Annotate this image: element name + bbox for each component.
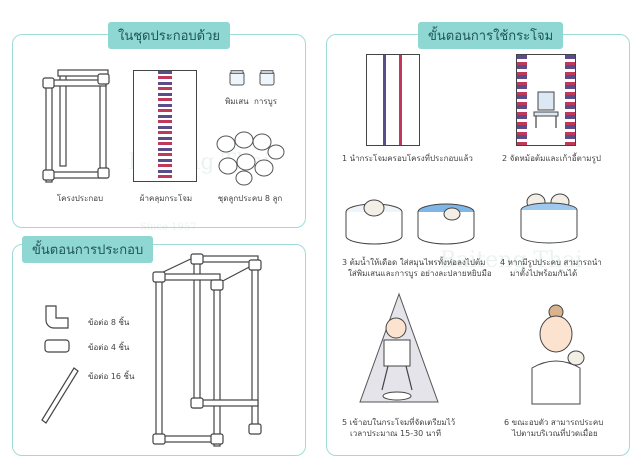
step4-caption-line2: มาตั้งไปพร้อมกันได้ <box>510 269 578 278</box>
step4-caption-line1: 4 หากมีรูปประคบ สามารถนำ <box>500 258 602 267</box>
step4-steamer-icon <box>520 193 578 244</box>
cloth-illustration <box>133 70 197 182</box>
assembled-frame-illustration <box>152 253 262 447</box>
usage-title: ขั้นตอนการใช้กระโจม <box>418 22 564 49</box>
part-label-2: ข้อต่อ 4 ชิ้น <box>88 343 130 352</box>
camphor-label: การบูร <box>254 97 278 106</box>
step5-caption-line2: เวลาประมาณ 15-30 นาที <box>350 429 442 438</box>
camphor-jar-icon <box>259 70 275 86</box>
part-label-3: ข้อต่อ 16 ชิ้น <box>88 372 135 381</box>
frame-label: โครงประกอบ <box>56 194 104 203</box>
step6-caption-line1: 6 ขณะอบตัว สามารถประคบ <box>504 418 604 427</box>
straight-connector-icon <box>44 339 70 353</box>
step1-cloth-illustration <box>366 54 420 146</box>
step6-caption-line2: ไปตามบริเวณที่ปวดเมื่อย <box>512 429 598 438</box>
step6-woman-illustration <box>531 304 585 405</box>
part-label-1: ข้อต่อ 8 ชิ้น <box>88 318 130 327</box>
watermark-brand-right: Baiteng Thai <box>440 248 583 273</box>
step2-tent-illustration <box>516 54 576 146</box>
step3-caption-line1: 3 ต้มน้ำให้เดือด ใส่สมุนไพรทั้งห่อลงไปต้… <box>342 258 486 267</box>
step5-caption-line1: 5 เข้าอบในกระโจมที่จัดเตรียมไว้ <box>342 418 456 427</box>
assembly-title: ขั้นตอนการประกอบ <box>22 236 154 263</box>
herb-label: พิมเสน <box>225 97 249 106</box>
herbal-ball-label: ชุดลูกประคบ 8 ลูก <box>217 194 283 203</box>
elbow-connector-icon <box>45 305 69 329</box>
step3-pot-icon <box>345 199 403 245</box>
kit-title: ในชุดประกอบด้วย <box>108 22 231 49</box>
watermark-since: Since 1957 <box>140 222 197 233</box>
chair-icon <box>533 91 559 128</box>
pipe-icon <box>41 367 79 424</box>
cloth-label: ผ้าคลุมกระโจม <box>139 194 193 203</box>
herbal-ball-icon <box>216 131 285 186</box>
step1-caption: 1 นำกระโจมครอบโครงที่ประกอบแล้ว <box>342 154 473 163</box>
herb-jar-icon <box>229 70 245 86</box>
step3-caption-line2: ใส่พิมเสนและการบูร อย่างละปลายหยิบมือ <box>348 269 492 278</box>
frame-illustration <box>42 69 110 183</box>
step2-caption: 2 จัดหม้อต้มและเก้าอี้ตามรูป <box>502 154 601 163</box>
step5-person-in-tent-illustration <box>359 292 439 403</box>
step3-pot2-icon <box>417 203 475 245</box>
